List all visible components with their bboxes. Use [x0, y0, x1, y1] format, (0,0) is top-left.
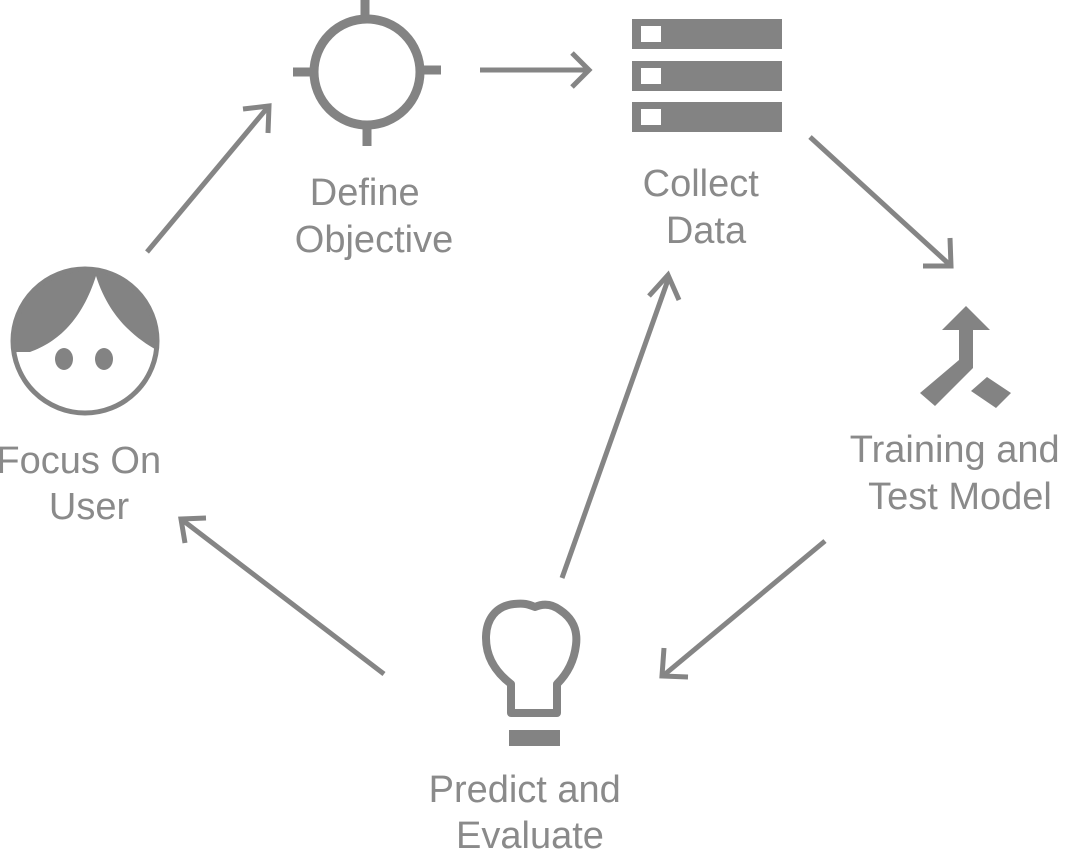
label-line-1: Collect	[643, 163, 760, 205]
node-label: Define Objective	[295, 172, 453, 261]
node-define-objective: Define Objective	[293, 0, 453, 261]
arrow-head	[647, 270, 682, 302]
arrow-predict-to-user	[178, 515, 386, 676]
bulb-outline	[482, 599, 581, 717]
arrow-predict-to-data	[559, 270, 682, 579]
right-eye	[95, 348, 113, 370]
label-line-1: Define	[310, 172, 420, 214]
bulb-base	[509, 730, 560, 746]
arrow-objective-to-data	[480, 51, 593, 89]
node-training-model: Training and Test Model	[850, 306, 1070, 518]
arrow-shaft	[559, 276, 672, 579]
label-line-2: Objective	[295, 219, 453, 261]
face-outline	[10, 266, 160, 416]
node-label: Training and Test Model	[850, 429, 1070, 518]
db-row-1-slot	[641, 26, 661, 42]
hair-shape	[13, 269, 157, 352]
arrow-shaft	[179, 517, 386, 676]
arrow-training-to-predict	[659, 539, 827, 680]
lightbulb-icon	[482, 599, 581, 746]
merge-right-branch	[971, 377, 1011, 408]
arrow-user-to-objective	[145, 103, 272, 254]
arrow-head	[570, 51, 593, 89]
crosshair-target-icon	[293, 0, 441, 146]
merge-stem	[959, 328, 973, 368]
database-stack-icon	[632, 19, 782, 132]
arrow-head	[923, 237, 954, 269]
label-line-1: Focus On	[0, 440, 161, 482]
label-line-1: Training and	[850, 429, 1060, 471]
person-face-icon	[10, 266, 160, 416]
node-collect-data: Collect Data	[632, 19, 782, 252]
node-label: Focus On User	[0, 440, 172, 528]
merge-split-icon	[920, 306, 1011, 408]
node-label: Predict and Evaluate	[429, 769, 632, 857]
node-label: Collect Data	[643, 163, 770, 252]
arrow-head	[242, 103, 272, 134]
db-row-3-slot	[641, 109, 661, 125]
label-line-1: Predict and	[429, 769, 621, 811]
arrow-shaft	[145, 105, 270, 254]
arrow-data-to-training	[808, 135, 954, 269]
node-focus-user: Focus On User	[0, 266, 172, 528]
label-line-2: Test Model	[868, 476, 1052, 518]
left-eye	[55, 348, 73, 370]
db-row-2-slot	[641, 68, 661, 84]
label-line-2: Evaluate	[456, 815, 604, 857]
merge-left-leg	[920, 360, 973, 406]
target-ring	[309, 14, 425, 130]
label-line-2: Data	[666, 210, 747, 252]
arrow-head	[659, 647, 689, 680]
arrow-shaft	[808, 135, 952, 267]
edges	[145, 51, 954, 680]
arrow-shaft	[662, 539, 827, 677]
arrow-head	[178, 515, 207, 544]
node-predict-evaluate: Predict and Evaluate	[429, 599, 632, 857]
label-line-2: User	[49, 486, 130, 528]
merge-arrowhead	[942, 306, 990, 330]
